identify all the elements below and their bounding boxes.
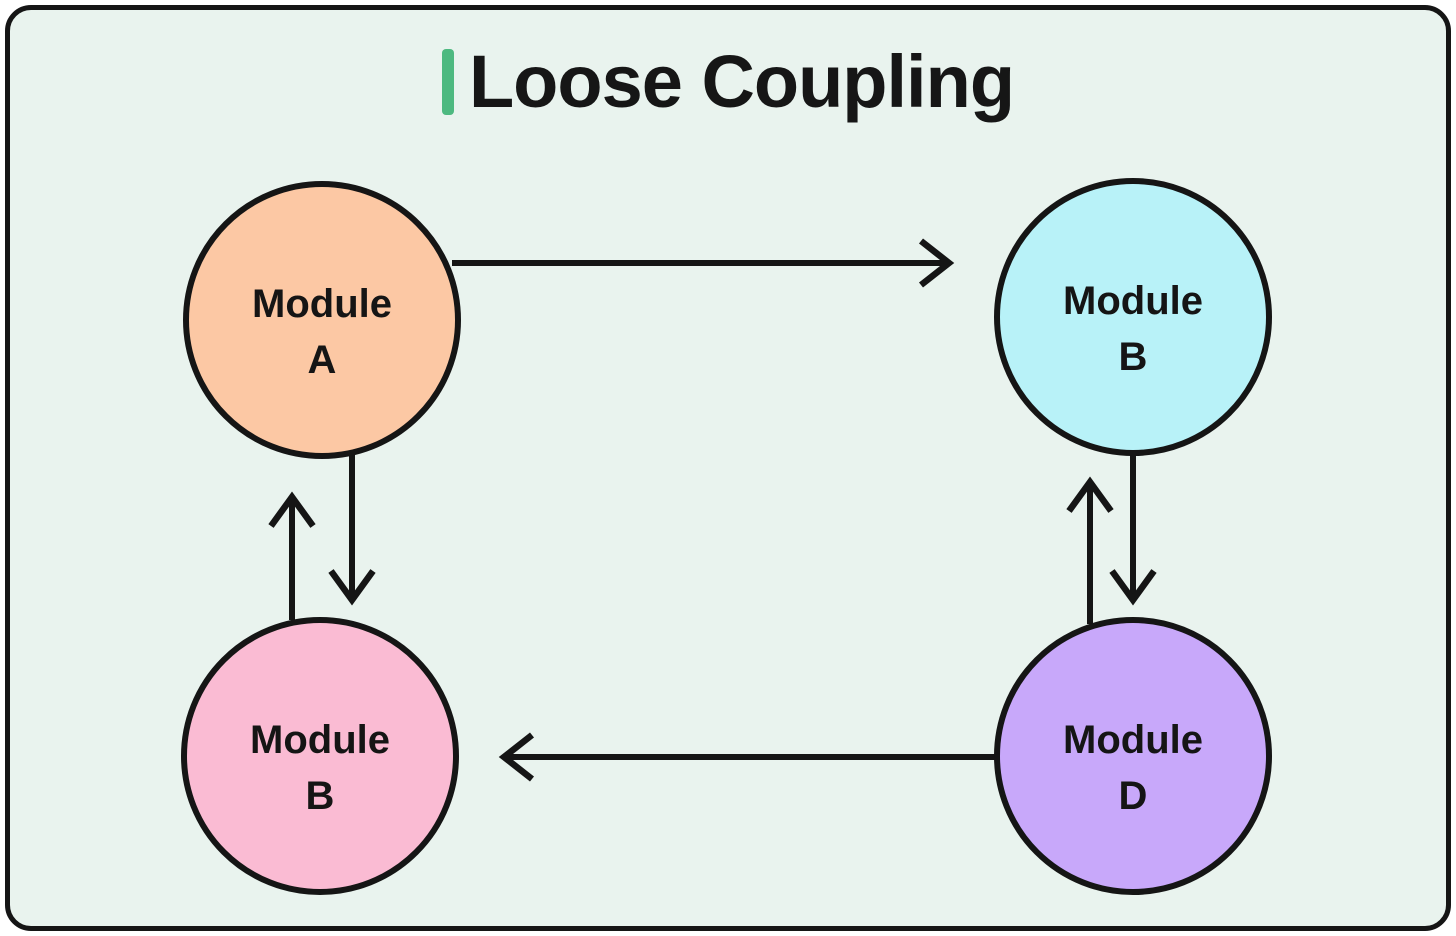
- figure-header: Loose Coupling: [0, 42, 1456, 122]
- node-module-b-top: Module B: [994, 178, 1272, 456]
- edge-b-top-to-d: [1109, 455, 1157, 606]
- arrowhead-down-icon: [1109, 569, 1157, 606]
- arrowhead-down-icon: [328, 569, 376, 606]
- edge-a-to-b-top: [452, 238, 955, 288]
- module-b-top-circle: [994, 178, 1272, 456]
- arrowhead-left-icon: [498, 732, 535, 782]
- edge-d-to-b-top: [1066, 476, 1114, 624]
- node-module-a: Module A: [183, 181, 461, 459]
- arrowhead-up-icon: [1066, 476, 1114, 513]
- edge-a-to-b-bottom: [328, 452, 376, 606]
- arrowhead-up-icon: [268, 491, 316, 528]
- module-d-label-line1: Module: [1063, 718, 1203, 762]
- title-accent-bar: [441, 49, 454, 115]
- figure-title: Loose Coupling: [468, 40, 1015, 123]
- module-a-circle: [183, 181, 461, 459]
- module-b-bottom-label-line1: Module: [250, 718, 390, 762]
- edge-d-to-b-bottom: [498, 732, 997, 782]
- node-module-d: Module D: [994, 617, 1272, 895]
- module-b-top-label-line2: B: [1119, 335, 1148, 379]
- node-module-b-bottom: Module B: [181, 617, 459, 895]
- edge-b-bottom-to-a: [268, 491, 316, 620]
- module-d-circle: [994, 617, 1272, 895]
- module-d-label-line2: D: [1119, 774, 1148, 818]
- module-a-label-line2: A: [308, 338, 337, 382]
- module-b-bottom-label-line2: B: [306, 774, 335, 818]
- arrowhead-right-icon: [918, 238, 955, 288]
- module-b-bottom-circle: [181, 617, 459, 895]
- module-b-top-label-line1: Module: [1063, 279, 1203, 323]
- module-a-label-line1: Module: [252, 282, 392, 326]
